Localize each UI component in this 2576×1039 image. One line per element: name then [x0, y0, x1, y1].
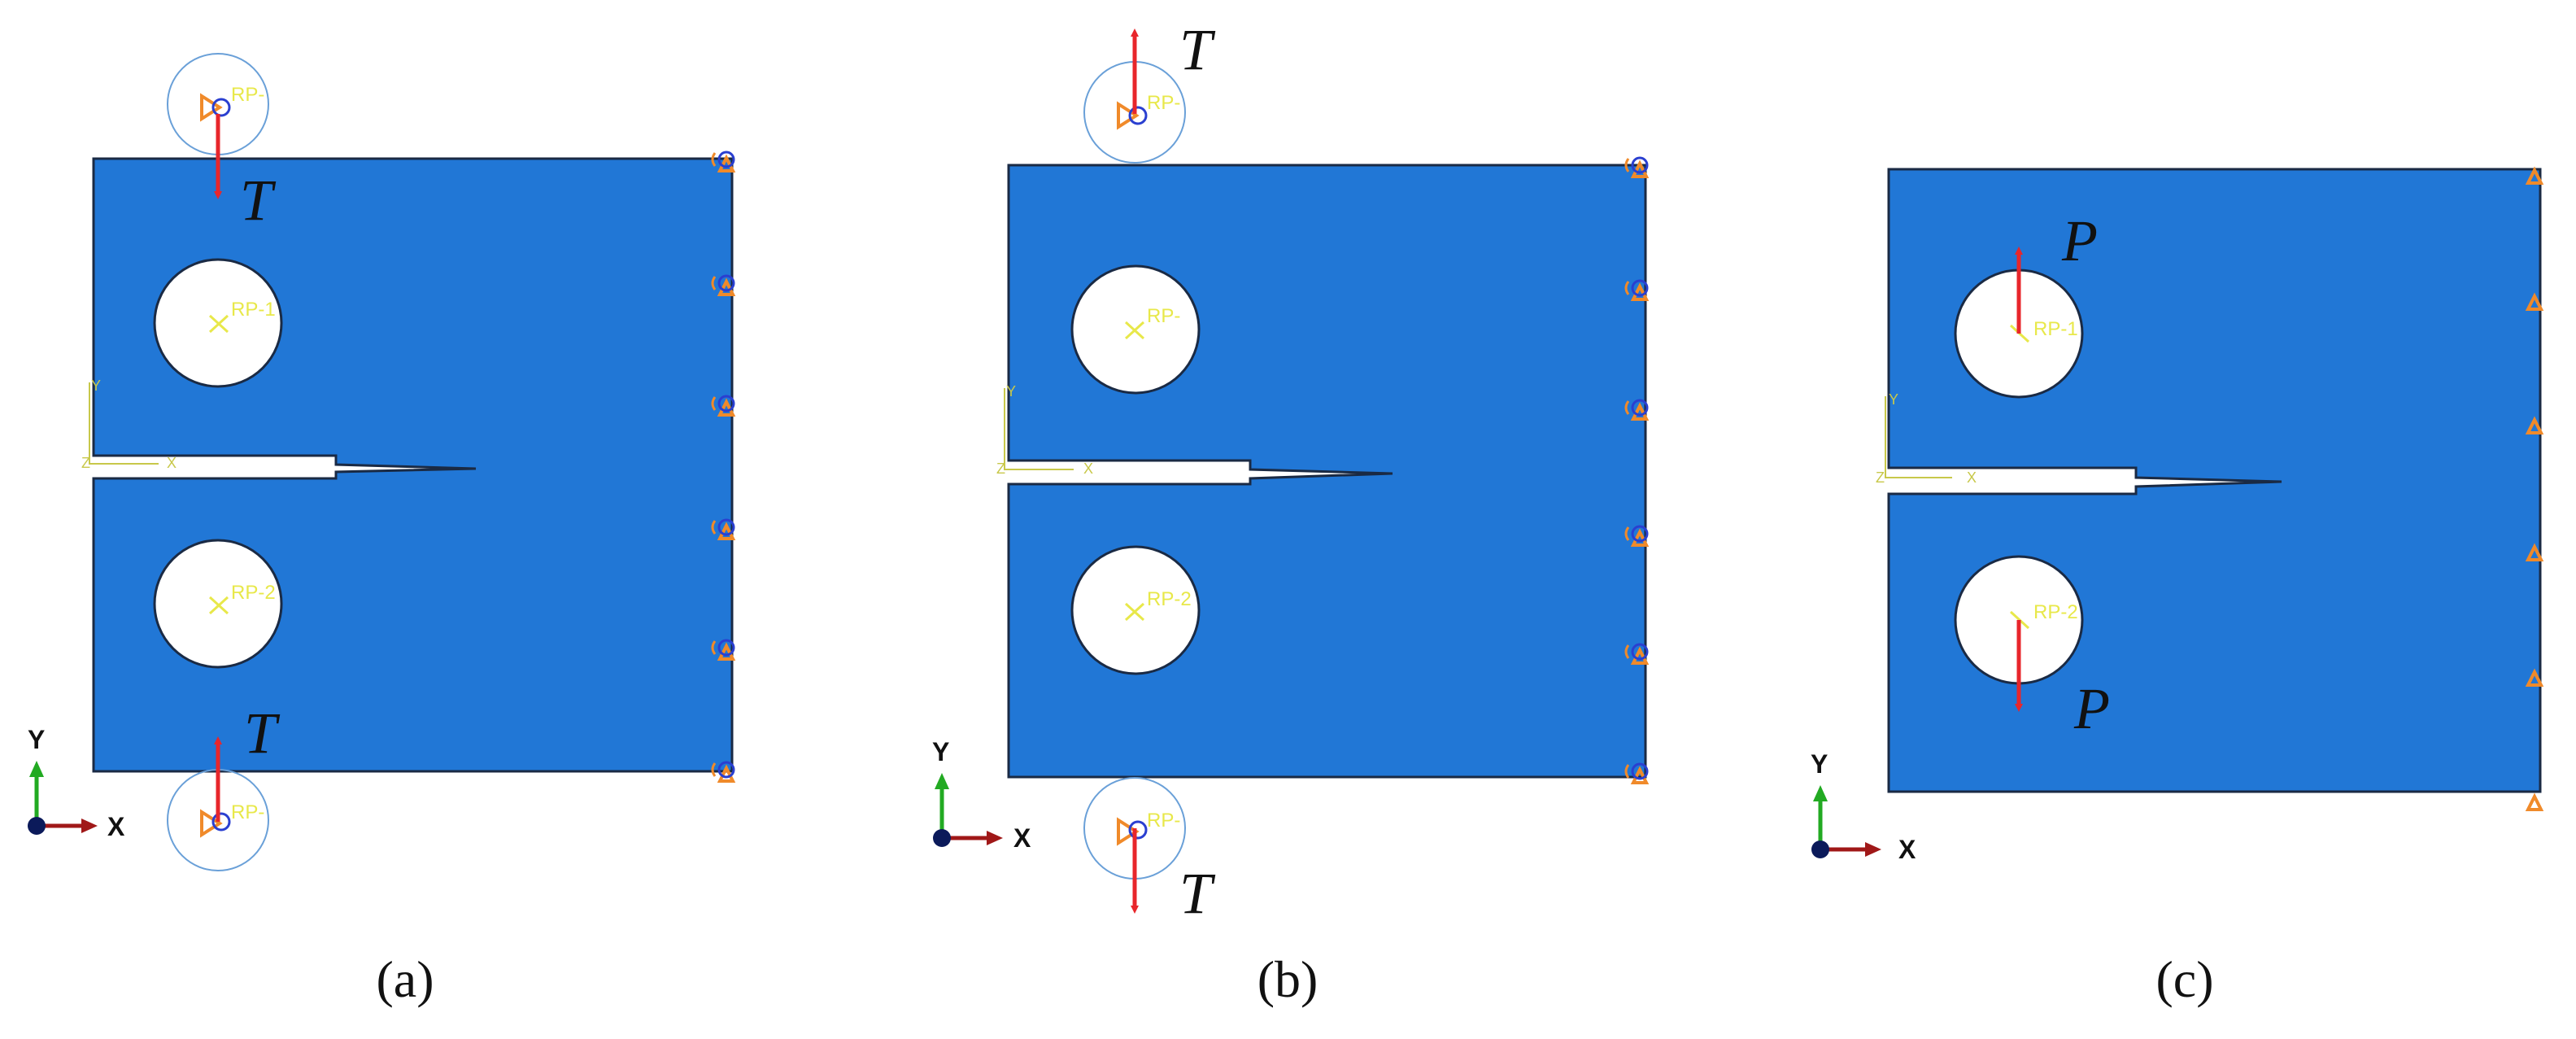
rp-label-a-1: RP-1 [231, 299, 276, 321]
load-label-b-bottom: T [1179, 861, 1216, 926]
svg-text:X: X [1013, 823, 1031, 853]
pin-bc-a-top [200, 93, 223, 122]
caption-c: (c) [2155, 950, 2213, 1008]
triad-b: Y X [932, 737, 1031, 853]
bc-symbol [1624, 525, 1650, 547]
pin-bc-b-top [1117, 101, 1140, 130]
triad-a: Y X [28, 725, 125, 841]
svg-text:Z: Z [1876, 469, 1885, 486]
rp-label-a-3: RP- [231, 801, 264, 823]
bc-symbol [711, 395, 736, 417]
panel-a: RP-1 RP-2 Y Z X RP- T RP- T [28, 53, 736, 1008]
svg-text:X: X [1083, 461, 1093, 477]
bc-symbol [2525, 416, 2544, 434]
bc-symbols-c [2525, 166, 2544, 811]
bc-symbol [2525, 792, 2544, 811]
rp-label-b-3: RP- [1147, 810, 1180, 832]
csys-b: Y Z X [996, 383, 1093, 477]
bc-symbol [2525, 543, 2544, 561]
rp-label-b-2: RP-2 [1147, 588, 1192, 610]
svg-text:Z: Z [996, 461, 1005, 477]
svg-text:X: X [107, 812, 125, 841]
bc-symbol [1624, 762, 1650, 784]
pin-bc-b-bottom [1117, 817, 1140, 846]
svg-text:Y: Y [1811, 749, 1828, 779]
triad-c: Y X [1811, 749, 1916, 864]
svg-text:X: X [1967, 469, 1977, 486]
rp-cross-a-2 [208, 596, 229, 615]
rp-cross-a-1 [208, 314, 229, 334]
bc-symbol [711, 761, 736, 783]
bc-symbol [711, 518, 736, 540]
rp-cross-b-2 [1124, 602, 1145, 622]
rp-label-a-2: RP-2 [231, 582, 276, 604]
svg-text:Z: Z [81, 455, 90, 471]
rp-cross-b-1 [1124, 321, 1145, 340]
rp-label-a-0: RP- [231, 84, 264, 106]
svg-text:Y: Y [932, 737, 949, 766]
bc-symbol [1624, 399, 1650, 421]
svg-text:Y: Y [28, 725, 45, 754]
svg-text:Y: Y [1006, 383, 1016, 399]
bc-symbol [2525, 292, 2544, 311]
specimen-body-c [1887, 168, 2542, 793]
specimen-body-a [92, 157, 734, 773]
bc-symbol [711, 151, 736, 172]
caption-b: (b) [1257, 950, 1319, 1008]
bc-symbols-b [1624, 156, 1650, 784]
rp-label-b-1: RP- [1147, 305, 1180, 327]
svg-text:Y: Y [1889, 391, 1898, 408]
svg-text:X: X [1898, 835, 1916, 864]
rp-label-c-1: RP-1 [2033, 318, 2078, 340]
svg-text:X: X [167, 455, 177, 471]
bc-symbol [2525, 166, 2544, 185]
specimen-body-b [1007, 164, 1647, 779]
pin-bc-a-bottom [200, 809, 223, 838]
caption-a: (a) [376, 950, 434, 1008]
panel-c: RP-1 RP-2 Y Z X P P Y X (c) [1811, 166, 2544, 1008]
load-label-a-top: T [240, 168, 277, 233]
rp-label-c-2: RP-2 [2033, 601, 2078, 623]
bc-symbol [1624, 156, 1650, 178]
panel-b: RP- RP-2 Y Z X RP- T RP- T Y [932, 17, 1650, 1008]
bc-symbols-a [711, 151, 736, 783]
load-label-a-bottom: T [244, 701, 281, 766]
bc-symbol [2525, 668, 2544, 687]
bc-symbol [1624, 643, 1650, 665]
load-label-c-top: P [2061, 208, 2098, 273]
rp-label-b-0: RP- [1147, 92, 1180, 114]
csys-a: Y Z X [81, 378, 177, 471]
bc-symbol [711, 639, 736, 661]
load-label-b-top: T [1179, 17, 1216, 82]
svg-text:Y: Y [91, 378, 101, 394]
bc-symbol [1624, 279, 1650, 301]
csys-c: Y Z X [1876, 391, 1977, 486]
bc-symbol [711, 274, 736, 296]
load-label-c-bottom: P [2073, 676, 2110, 741]
